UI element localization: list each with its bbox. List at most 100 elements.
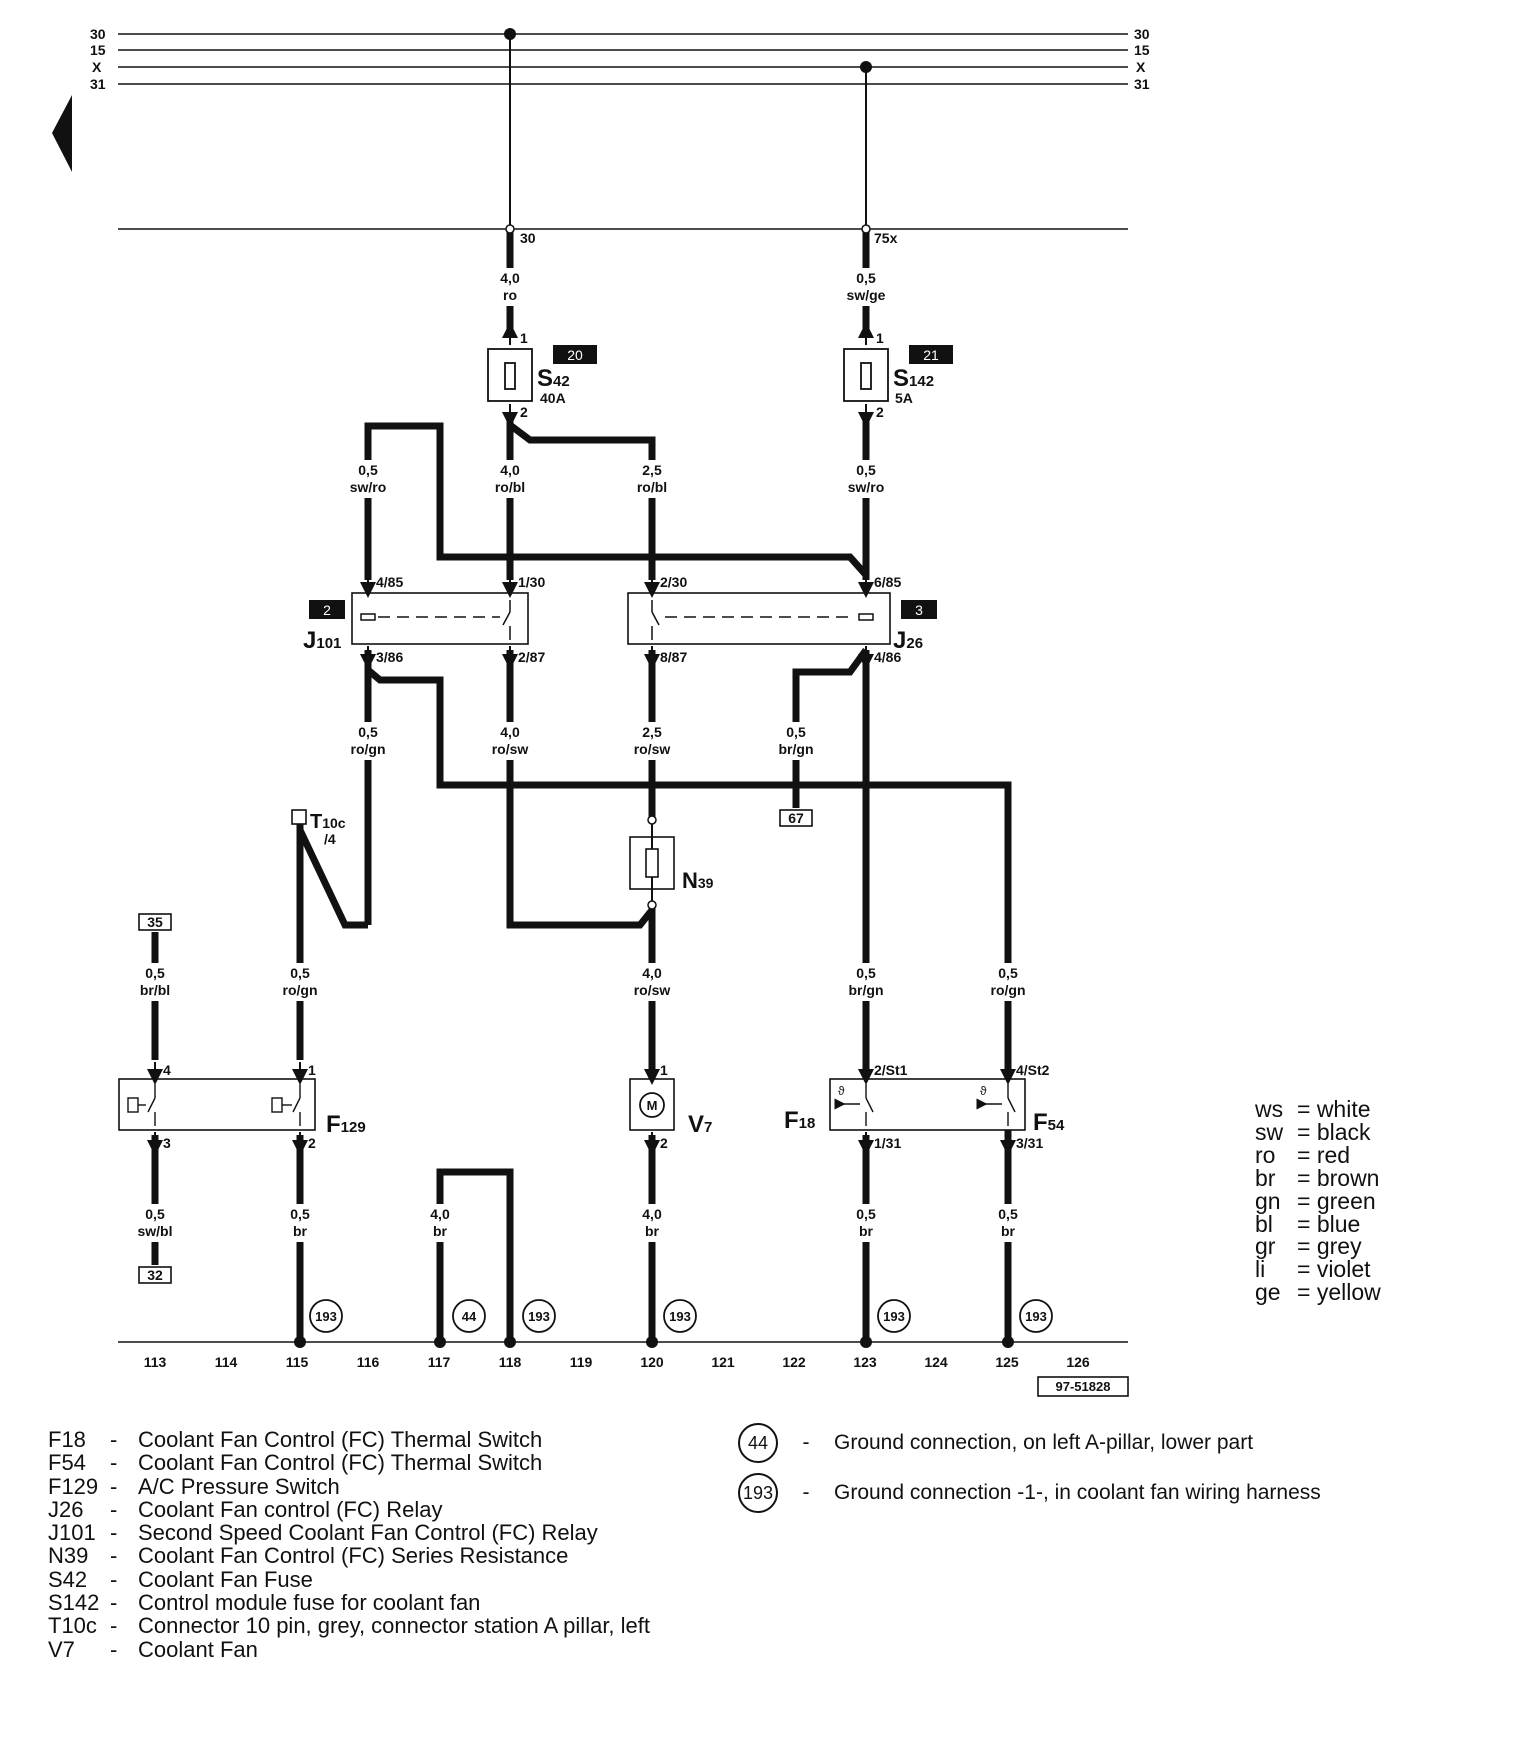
legend-row: V7-Coolant Fan — [48, 1637, 650, 1661]
ground-number: 193 — [669, 1309, 691, 1324]
component-label: J26 — [893, 627, 923, 654]
ground-44[interactable]: 44 — [452, 1299, 486, 1333]
reference-67[interactable]: 67 — [779, 809, 813, 827]
legend-code: J26 — [48, 1496, 84, 1522]
fuse-s42[interactable]: 1 2 20 S42 40A — [487, 322, 597, 428]
legend-code: F54 — [48, 1450, 86, 1476]
svg-text:ϑ: ϑ — [838, 1084, 845, 1098]
wire-color: br — [433, 1223, 448, 1239]
component-label: S142 — [893, 365, 934, 392]
component-label: F129 — [326, 1111, 366, 1138]
scale-number: 118 — [499, 1354, 522, 1370]
reference-32[interactable]: 32 — [138, 1266, 172, 1284]
color-name: = blue — [1297, 1210, 1361, 1237]
legend-code: J101 — [48, 1520, 96, 1546]
color-abbr: br — [1255, 1164, 1276, 1191]
legend-row: J101-Second Speed Coolant Fan Control (F… — [48, 1520, 650, 1546]
pressure-switch-f129[interactable]: 4 1 3 2 F129 — [118, 1062, 366, 1156]
ground-193[interactable]: 193 — [663, 1299, 697, 1333]
wire-size: 4,0 — [500, 724, 520, 740]
wire-color: ro/sw — [492, 741, 529, 757]
ground-number: 44 — [462, 1309, 477, 1324]
relay-j101[interactable]: 4/85 1/30 3/86 2/87 2 J101 — [303, 574, 545, 670]
legend-code: N39 — [48, 1543, 89, 1569]
color-abbr: bl — [1255, 1210, 1273, 1237]
ground-193[interactable]: 193 — [877, 1299, 911, 1333]
wire-color: br/gn — [779, 741, 814, 757]
pin-label: 1/30 — [518, 574, 545, 590]
wire-color: br — [645, 1223, 660, 1239]
coolant-fan-v7[interactable]: M 1 2 V7 — [629, 1062, 712, 1156]
component-label: V7 — [688, 1111, 712, 1138]
pin-label: 2 — [308, 1135, 316, 1151]
pin-label: 3/31 — [1016, 1135, 1043, 1151]
relay-j26[interactable]: 2/30 6/85 8/87 4/86 3 J26 — [627, 574, 937, 670]
bus-label: 15 — [90, 42, 106, 58]
reference-35[interactable]: 35 — [138, 913, 172, 931]
color-name: = grey — [1297, 1233, 1362, 1260]
pin-label: 2/St1 — [874, 1062, 908, 1078]
wire-size: 4,0 — [642, 1206, 662, 1222]
ground-193[interactable]: 193 — [309, 1299, 343, 1333]
legend-dash: - — [110, 1427, 118, 1452]
back-arrow-icon[interactable] — [52, 95, 72, 172]
ground-193[interactable]: 193 — [522, 1299, 556, 1333]
scale-number: 122 — [782, 1354, 806, 1370]
pin-label: 1 — [660, 1062, 668, 1078]
pin-label: 2 — [660, 1135, 668, 1151]
thermal-switch-f18-f54[interactable]: ϑ ϑ 2/St1 1/31 4/St2 3/31 F18 F54 — [784, 1062, 1065, 1156]
color-abbr: gr — [1255, 1233, 1276, 1260]
legend-dash: - — [110, 1473, 118, 1499]
bus-labels-right: 30 15 X 31 — [1134, 26, 1150, 92]
ground-number: 193 — [883, 1309, 905, 1324]
ground-number: 193 — [315, 1309, 337, 1324]
color-name: = violet — [1297, 1256, 1371, 1283]
legend-dash: - — [802, 1431, 810, 1454]
wire-color: ro/bl — [495, 479, 525, 495]
wire-size: 0,5 — [358, 462, 378, 478]
color-abbr: ws — [1255, 1096, 1284, 1122]
legend-desc: Ground connection -1-, in coolant fan wi… — [834, 1481, 1321, 1504]
wire-size: 2,5 — [642, 462, 662, 478]
pin-label: 1 — [876, 330, 884, 346]
legend-code: F129 — [48, 1473, 99, 1499]
scale-number: 121 — [711, 1354, 735, 1370]
wire-size: 0,5 — [856, 1206, 876, 1222]
legend-dash: - — [802, 1481, 810, 1504]
wire-color: ro/gn — [991, 982, 1026, 998]
pin-label: 1/31 — [874, 1135, 901, 1151]
resistor-n39[interactable]: N39 — [629, 815, 714, 910]
color-legend-row: gr = grey — [1255, 1235, 1381, 1258]
pin-label: 4/86 — [874, 649, 901, 665]
terminal-node — [861, 224, 871, 234]
ground-legend-row: 44-Ground connection, on left A-pillar, … — [738, 1418, 1321, 1468]
ground-legend: 44-Ground connection, on left A-pillar, … — [738, 1418, 1321, 1518]
scale-number: 125 — [995, 1354, 1019, 1370]
ground-193[interactable]: 193 — [1019, 1299, 1053, 1333]
color-name: = green — [1297, 1187, 1376, 1214]
connector-t10c[interactable]: T10c /4 — [291, 809, 346, 847]
scale-number: 116 — [357, 1354, 380, 1370]
component-label: F54 — [1033, 1109, 1065, 1136]
wire-size: 0,5 — [998, 965, 1018, 981]
relay-number-badge — [901, 600, 937, 619]
legend-dash: - — [110, 1496, 118, 1522]
fuse-rating: 40A — [540, 390, 566, 406]
legend-dash: - — [110, 1450, 118, 1476]
wire-color: sw/bl — [137, 1223, 172, 1239]
color-legend-row: ws= white — [1255, 1098, 1381, 1121]
wire-size: 0,5 — [358, 724, 378, 740]
legend-dash: - — [110, 1613, 118, 1639]
legend-desc: A/C Pressure Switch — [138, 1473, 340, 1499]
legend-dash: - — [110, 1543, 118, 1569]
pin-label: 1 — [520, 330, 528, 346]
fuse-number: 20 — [567, 347, 583, 363]
bus-labels-left: 30 15 X 31 — [90, 26, 106, 92]
wire-color: ro/sw — [634, 982, 671, 998]
wire-size: 0,5 — [786, 724, 806, 740]
fuse-s142[interactable]: 1 2 21 S142 5A — [843, 322, 953, 428]
wire-color: ro — [503, 287, 517, 303]
pin-label: 4 — [163, 1062, 171, 1078]
legend-code: F18 — [48, 1427, 86, 1452]
power-bus — [118, 33, 1128, 230]
